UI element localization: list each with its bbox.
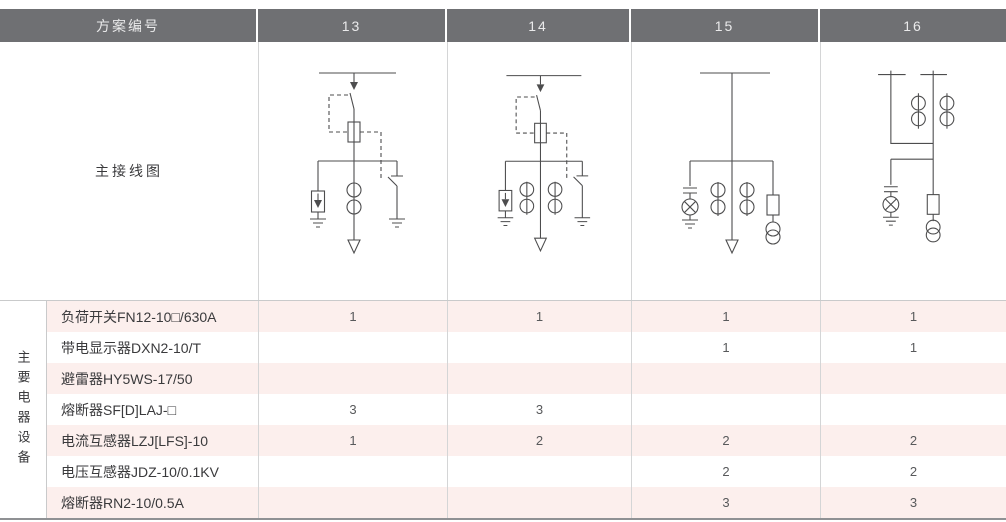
equipment-qty: 3 bbox=[447, 394, 631, 425]
equipment-qty bbox=[631, 363, 820, 394]
cable-feeder-arrow-icon bbox=[533, 237, 548, 253]
equipment-name: 电流互感器LZJ[LFS]-10 bbox=[47, 425, 258, 456]
surge-arrester-icon bbox=[310, 161, 326, 219]
surge-arrester-icon bbox=[498, 161, 513, 218]
earthing-switch-icon bbox=[573, 161, 589, 218]
equipment-name: 熔断器SF[D]LAJ-□ bbox=[61, 401, 177, 418]
header-scheme-14: 14 bbox=[447, 9, 631, 42]
header-scheme-16: 16 bbox=[820, 9, 1006, 42]
equipment-qty: 3 bbox=[820, 487, 1006, 518]
diagram-cell-14 bbox=[447, 42, 631, 300]
ground-icon bbox=[882, 216, 899, 226]
equipment-qty bbox=[631, 394, 820, 425]
current-transformer-icon bbox=[710, 182, 726, 216]
equipment-qty: 2 bbox=[631, 456, 820, 487]
fuse-icon bbox=[766, 161, 780, 222]
scheme-15-diagram bbox=[681, 72, 781, 255]
ground-icon bbox=[310, 218, 326, 228]
interlock-dashed-linkage bbox=[515, 96, 568, 180]
equipment-qty bbox=[258, 332, 447, 363]
equipment-qty bbox=[258, 456, 447, 487]
diagram-row: 主接线图 bbox=[0, 42, 1006, 301]
ground-icon bbox=[682, 219, 698, 229]
equipment-name: 避雷器HY5WS-17/50 bbox=[47, 363, 258, 394]
equipment-qty: 1 bbox=[258, 425, 447, 456]
scheme-14-diagram bbox=[497, 75, 591, 253]
equipment-qty: 2 bbox=[820, 425, 1006, 456]
fuse-icon bbox=[534, 110, 547, 162]
header-scheme-number-label: 方案编号 bbox=[0, 9, 258, 42]
table-header-row: 方案编号 13 14 15 16 bbox=[0, 9, 1006, 42]
equipment-qty: 1 bbox=[820, 301, 1006, 332]
current-transformer-icon bbox=[547, 181, 563, 215]
equipment-group-label: 主要电器设备 bbox=[0, 301, 47, 518]
earthing-switch-icon bbox=[387, 161, 403, 219]
equipment-qty: 3 bbox=[631, 487, 820, 518]
live-display-indicator-icon bbox=[681, 161, 699, 220]
equipment-qty: 1 bbox=[631, 301, 820, 332]
equipment-qty bbox=[258, 363, 447, 394]
voltage-transformer-icon bbox=[765, 221, 781, 245]
current-transformer-icon bbox=[910, 93, 926, 129]
equipment-group-label-text: 主要电器设备 bbox=[15, 349, 31, 470]
ground-icon bbox=[497, 217, 514, 227]
fuse-icon bbox=[347, 109, 361, 161]
live-display-indicator-icon bbox=[882, 159, 900, 218]
load-switch-icon bbox=[536, 75, 545, 111]
fuse-icon bbox=[926, 194, 940, 215]
equipment-qty bbox=[447, 363, 631, 394]
diagram-cell-13 bbox=[258, 42, 447, 300]
equipment-qty: 2 bbox=[447, 425, 631, 456]
current-transformer-icon bbox=[939, 93, 955, 129]
equipment-qty: 3 bbox=[258, 394, 447, 425]
diagram-cell-15 bbox=[631, 42, 820, 300]
equipment-name: 负荷开关FN12-10□/630A bbox=[47, 301, 258, 332]
header-scheme-15: 15 bbox=[631, 9, 820, 42]
interlock-dashed-linkage bbox=[328, 94, 382, 180]
header-scheme-13: 13 bbox=[258, 9, 447, 42]
equipment-section: 主要电器设备 负荷开关FN12-10□/630A 1 1 1 1 带电显示器DX… bbox=[0, 301, 1006, 520]
equipment-qty: 1 bbox=[258, 301, 447, 332]
equipment-qty: 2 bbox=[820, 456, 1006, 487]
cable-feeder-arrow-icon bbox=[347, 239, 361, 255]
ground-icon bbox=[574, 217, 591, 227]
equipment-qty bbox=[447, 332, 631, 363]
current-transformer-icon bbox=[519, 181, 535, 215]
equipment-qty bbox=[820, 394, 1006, 425]
equipment-qty: 1 bbox=[820, 332, 1006, 363]
scheme-13-diagram bbox=[310, 72, 405, 255]
equipment-qty: 1 bbox=[631, 332, 820, 363]
scheme-16-diagram bbox=[878, 70, 955, 243]
equipment-qty: 1 bbox=[447, 301, 631, 332]
equipment-qty bbox=[258, 487, 447, 518]
equipment-qty: 2 bbox=[631, 425, 820, 456]
current-transformer-icon bbox=[739, 182, 755, 216]
current-transformer-icon bbox=[346, 161, 362, 240]
equipment-qty bbox=[820, 363, 1006, 394]
load-switch-icon bbox=[349, 73, 358, 110]
equipment-qty bbox=[447, 487, 631, 518]
voltage-transformer-icon bbox=[925, 219, 941, 243]
equipment-name: 熔断器RN2-10/0.5A bbox=[47, 487, 258, 518]
diagram-cell-16 bbox=[820, 42, 1006, 300]
equipment-name: 电压互感器JDZ-10/0.1KV bbox=[61, 463, 219, 480]
cable-feeder-arrow-icon bbox=[725, 239, 739, 255]
equipment-qty bbox=[447, 456, 631, 487]
diagram-row-label: 主接线图 bbox=[95, 163, 163, 179]
ground-icon bbox=[389, 218, 405, 228]
equipment-name: 带电显示器DXN2-10/T bbox=[61, 339, 202, 356]
